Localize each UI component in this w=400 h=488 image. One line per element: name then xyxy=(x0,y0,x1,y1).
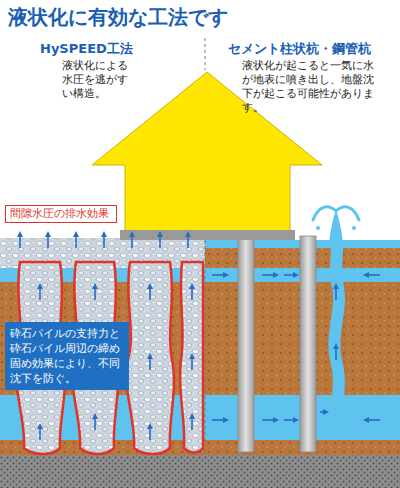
flow-arrow xyxy=(366,419,380,421)
flow-arrow xyxy=(262,419,276,421)
water-drop xyxy=(352,226,356,230)
flow-arrow xyxy=(149,356,151,370)
water-spray xyxy=(313,207,359,220)
gravel-pile xyxy=(126,262,173,454)
flow-arrow xyxy=(212,419,226,421)
flow-arrow xyxy=(320,411,326,413)
support-callout: 砕石パイルの支持力と砕石パイル周辺の締め固め効果により、不同沈下を防ぐ。 xyxy=(5,322,129,390)
flow-arrow xyxy=(75,234,77,248)
base-stratum xyxy=(0,455,400,488)
flow-arrow xyxy=(335,346,337,360)
flow-arrow xyxy=(191,286,193,300)
flow-arrow xyxy=(366,274,380,276)
flow-arrow xyxy=(284,419,296,421)
method-heading: セメント柱状杭・鋼管杭 xyxy=(228,40,371,58)
divider-line xyxy=(205,38,206,70)
title-text: 液状化に有効な工法です xyxy=(8,4,228,31)
flow-arrow xyxy=(103,234,105,248)
flow-arrow xyxy=(94,286,96,300)
flow-arrow xyxy=(19,234,21,248)
callout-text: 砕石パイルの支持力と砕石パイル周辺の締め固め効果により、不同沈下を防ぐ。 xyxy=(10,326,124,386)
flow-arrow xyxy=(191,416,193,430)
steel-pile xyxy=(238,236,254,452)
divider-line xyxy=(205,240,206,455)
flow-arrow xyxy=(187,234,189,248)
flow-arrow xyxy=(212,274,226,276)
flow-arrow xyxy=(149,426,151,440)
water-crack xyxy=(328,240,345,440)
gravel-pile xyxy=(180,262,203,453)
steel-pile xyxy=(300,236,316,452)
flow-arrow xyxy=(131,234,133,248)
method-heading: HySPEED工法 xyxy=(40,40,133,58)
flow-arrow xyxy=(149,286,151,300)
water-drop xyxy=(316,226,320,230)
flow-arrow xyxy=(94,416,96,430)
flow-arrow xyxy=(284,274,296,276)
flow-arrow xyxy=(191,356,193,370)
flow-arrow xyxy=(39,286,41,300)
flow-arrow xyxy=(159,234,161,248)
flow-arrow xyxy=(335,286,337,300)
method-note: 液状化が起こると一気に水が地表に噴き出し、地盤沈下が起こる可能性があります。 xyxy=(242,59,382,115)
water-spout xyxy=(329,210,343,242)
flow-arrow xyxy=(47,234,49,248)
soil xyxy=(0,240,400,458)
drain-callout: 間隙水圧の排水効果 xyxy=(5,205,117,223)
foundation-slab xyxy=(120,230,295,240)
callout-text: 間隙水圧の排水効果 xyxy=(10,207,112,221)
flow-arrow xyxy=(262,274,276,276)
flow-arrow xyxy=(39,426,41,440)
method-note: 液状化による水圧を逃がすい構造。 xyxy=(62,59,132,101)
